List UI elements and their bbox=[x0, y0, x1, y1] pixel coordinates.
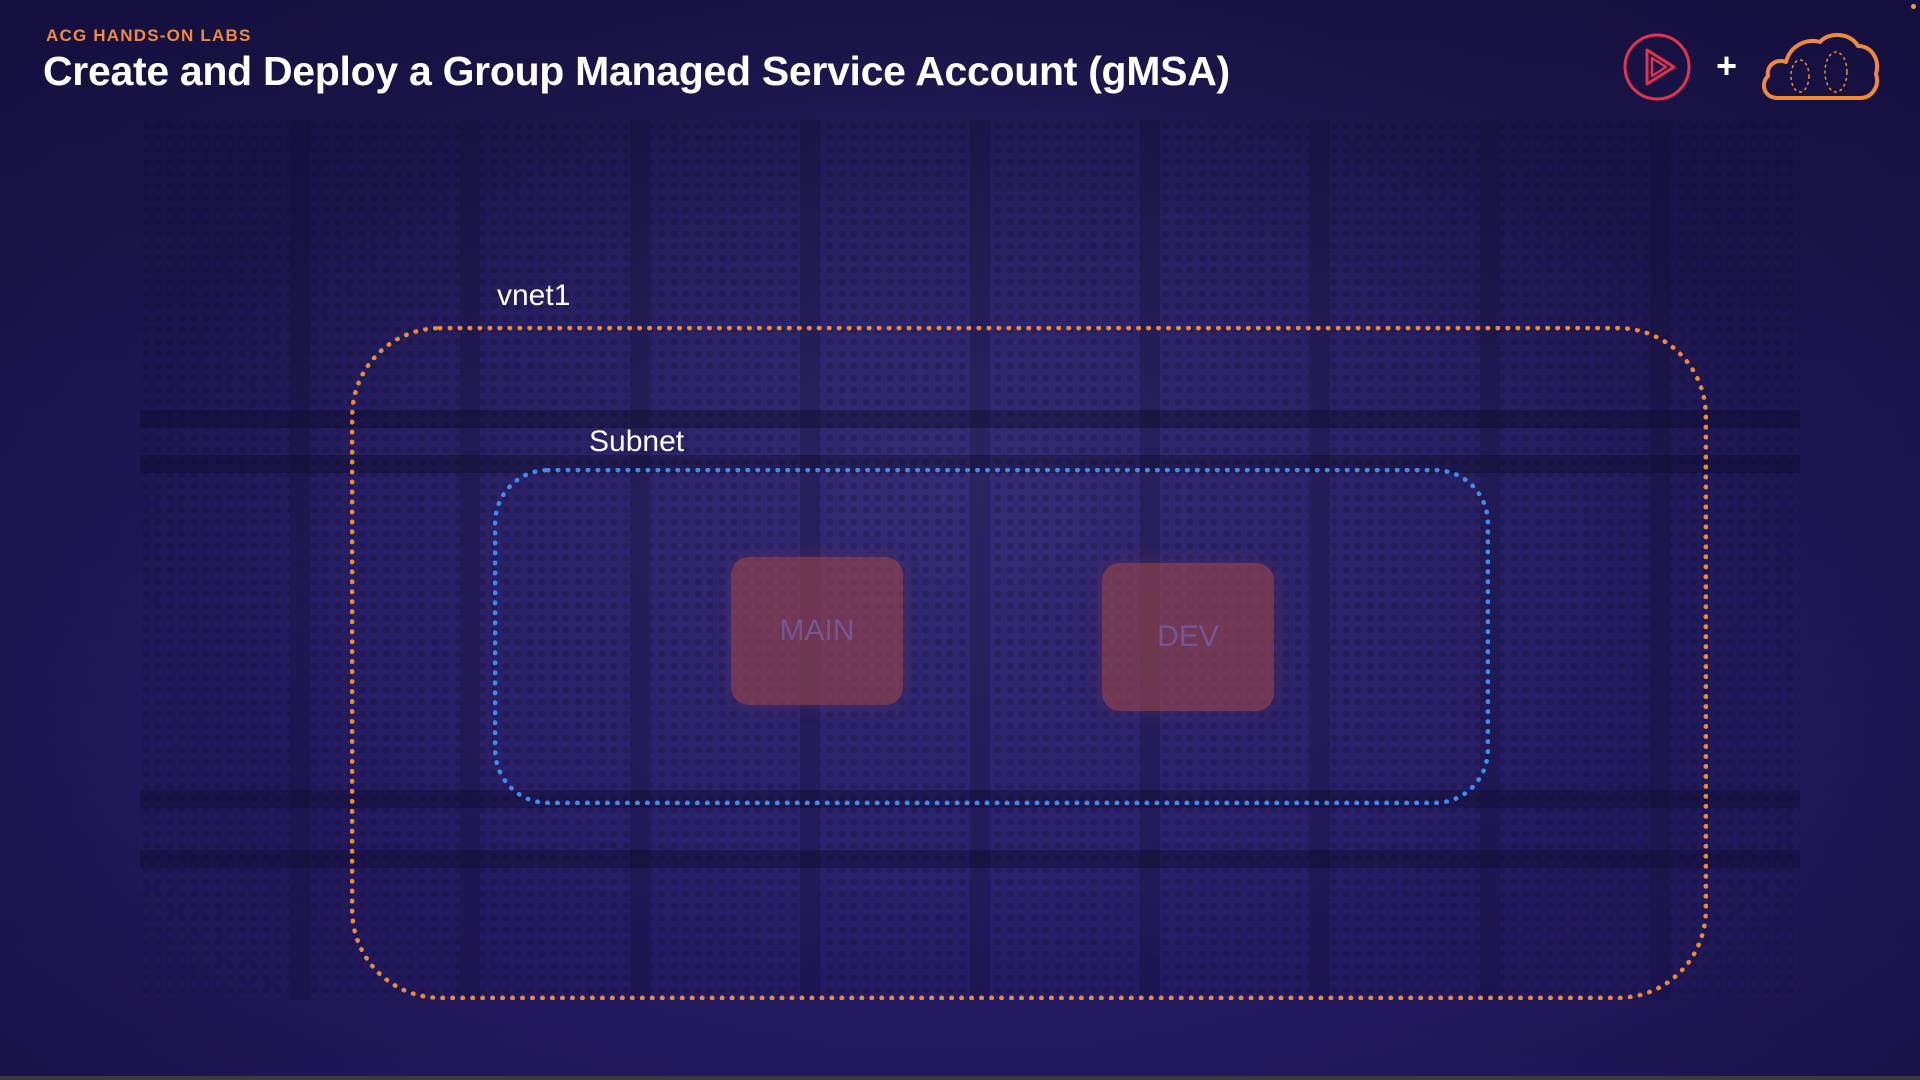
bottom-border bbox=[0, 1076, 1920, 1080]
vnet-boundary bbox=[350, 326, 1708, 1000]
plus-sign: + bbox=[1716, 45, 1738, 86]
dev-server-label: DEV bbox=[1157, 620, 1219, 653]
vnet-label: vnet1 bbox=[497, 279, 571, 312]
page-title: Create and Deploy a Group Managed Servic… bbox=[43, 48, 1230, 94]
cloud-logo-icon bbox=[1761, 33, 1879, 100]
dev-server-node: DEV bbox=[1102, 563, 1274, 711]
main-server-node: MAIN bbox=[731, 557, 903, 705]
corner-marker bbox=[1911, 4, 1916, 9]
subnet-label: Subnet bbox=[589, 425, 685, 458]
play-logo-icon bbox=[1623, 33, 1691, 101]
main-server-label: MAIN bbox=[779, 614, 855, 647]
header-kicker: ACG HANDS-ON LABS bbox=[46, 26, 252, 45]
subnet-boundary bbox=[493, 468, 1490, 805]
